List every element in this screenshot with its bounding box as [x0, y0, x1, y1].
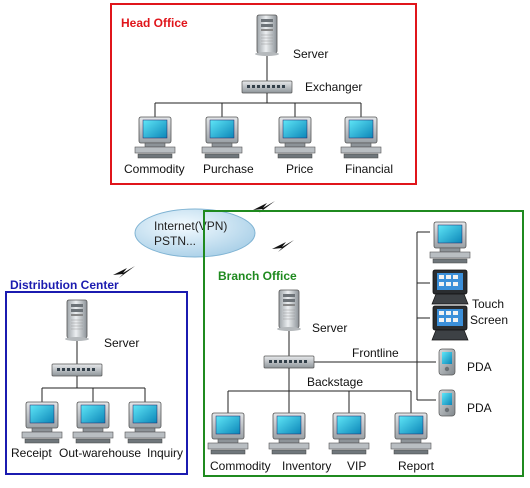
- head-office-pc-icon: [201, 116, 243, 159]
- distribution-center-title: Distribution Center: [10, 278, 119, 292]
- branch-office-section: Branch Office Server Frontline Touch Scr…: [203, 210, 524, 477]
- head-office-server-label: Server: [293, 47, 328, 61]
- branch-pc-icon: [390, 412, 432, 455]
- distribution-client-label: Receipt: [11, 446, 52, 460]
- pda-label: PDA: [467, 401, 492, 415]
- distribution-pc-icon: [124, 401, 166, 444]
- branch-client-label: VIP: [347, 459, 366, 473]
- pda-icon: [438, 348, 456, 376]
- head-office-pc-icon: [134, 116, 176, 159]
- distribution-center-frame: [5, 291, 188, 475]
- branch-office-title: Branch Office: [218, 269, 297, 283]
- lightning-bolt-icon: [113, 266, 135, 278]
- branch-switch-icon: [263, 355, 315, 369]
- touch-screen-icon: [431, 305, 469, 341]
- branch-office-frame: [203, 210, 524, 477]
- head-office-client-label: Purchase: [203, 162, 254, 176]
- branch-pc-icon: [328, 412, 370, 455]
- head-office-client-label: Financial: [345, 162, 393, 176]
- distribution-server-label: Server: [104, 336, 139, 350]
- branch-client-label: Commodity: [210, 459, 271, 473]
- head-office-section: Head Office Server Exchanger Commodity P…: [110, 3, 417, 185]
- branch-pc-icon: [207, 412, 249, 455]
- branch-frontline-pc-icon: [429, 221, 471, 264]
- touch-screen-label-line1: Touch: [472, 297, 504, 311]
- branch-backstage-label: Backstage: [307, 375, 363, 389]
- distribution-switch-icon: [51, 363, 103, 377]
- head-office-title: Head Office: [121, 16, 188, 30]
- lightning-bolt-icon: [272, 240, 294, 252]
- internet-label-line2: PSTN...: [154, 234, 196, 248]
- touch-screen-label-line2: Screen: [470, 313, 508, 327]
- branch-server-label: Server: [312, 321, 347, 335]
- branch-pc-icon: [268, 412, 310, 455]
- distribution-center-section: Distribution Center Server Receipt Out-w…: [5, 278, 188, 475]
- head-office-frame: [110, 3, 417, 185]
- branch-client-label: Report: [398, 459, 435, 473]
- distribution-client-label: Out-warehouse: [59, 446, 141, 460]
- head-office-server-icon: [254, 14, 280, 57]
- head-office-switch-label: Exchanger: [305, 80, 362, 94]
- head-office-pc-icon: [274, 116, 316, 159]
- head-office-switch-icon: [241, 80, 293, 94]
- distribution-pc-icon: [72, 401, 114, 444]
- internet-label-line1: Internet(VPN): [154, 219, 227, 233]
- touch-screen-icon: [431, 269, 469, 305]
- head-office-pc-icon: [340, 116, 382, 159]
- head-office-client-label: Price: [286, 162, 314, 176]
- distribution-server-icon: [64, 299, 90, 342]
- branch-client-label: Inventory: [282, 459, 331, 473]
- distribution-pc-icon: [21, 401, 63, 444]
- pda-icon: [438, 389, 456, 417]
- branch-server-icon: [276, 289, 302, 332]
- head-office-client-label: Commodity: [124, 162, 185, 176]
- branch-frontline-label: Frontline: [352, 346, 399, 360]
- distribution-client-label: Inquiry: [147, 446, 183, 460]
- pda-label: PDA: [467, 360, 492, 374]
- internet-cloud: Internet(VPN) PSTN...: [134, 208, 256, 258]
